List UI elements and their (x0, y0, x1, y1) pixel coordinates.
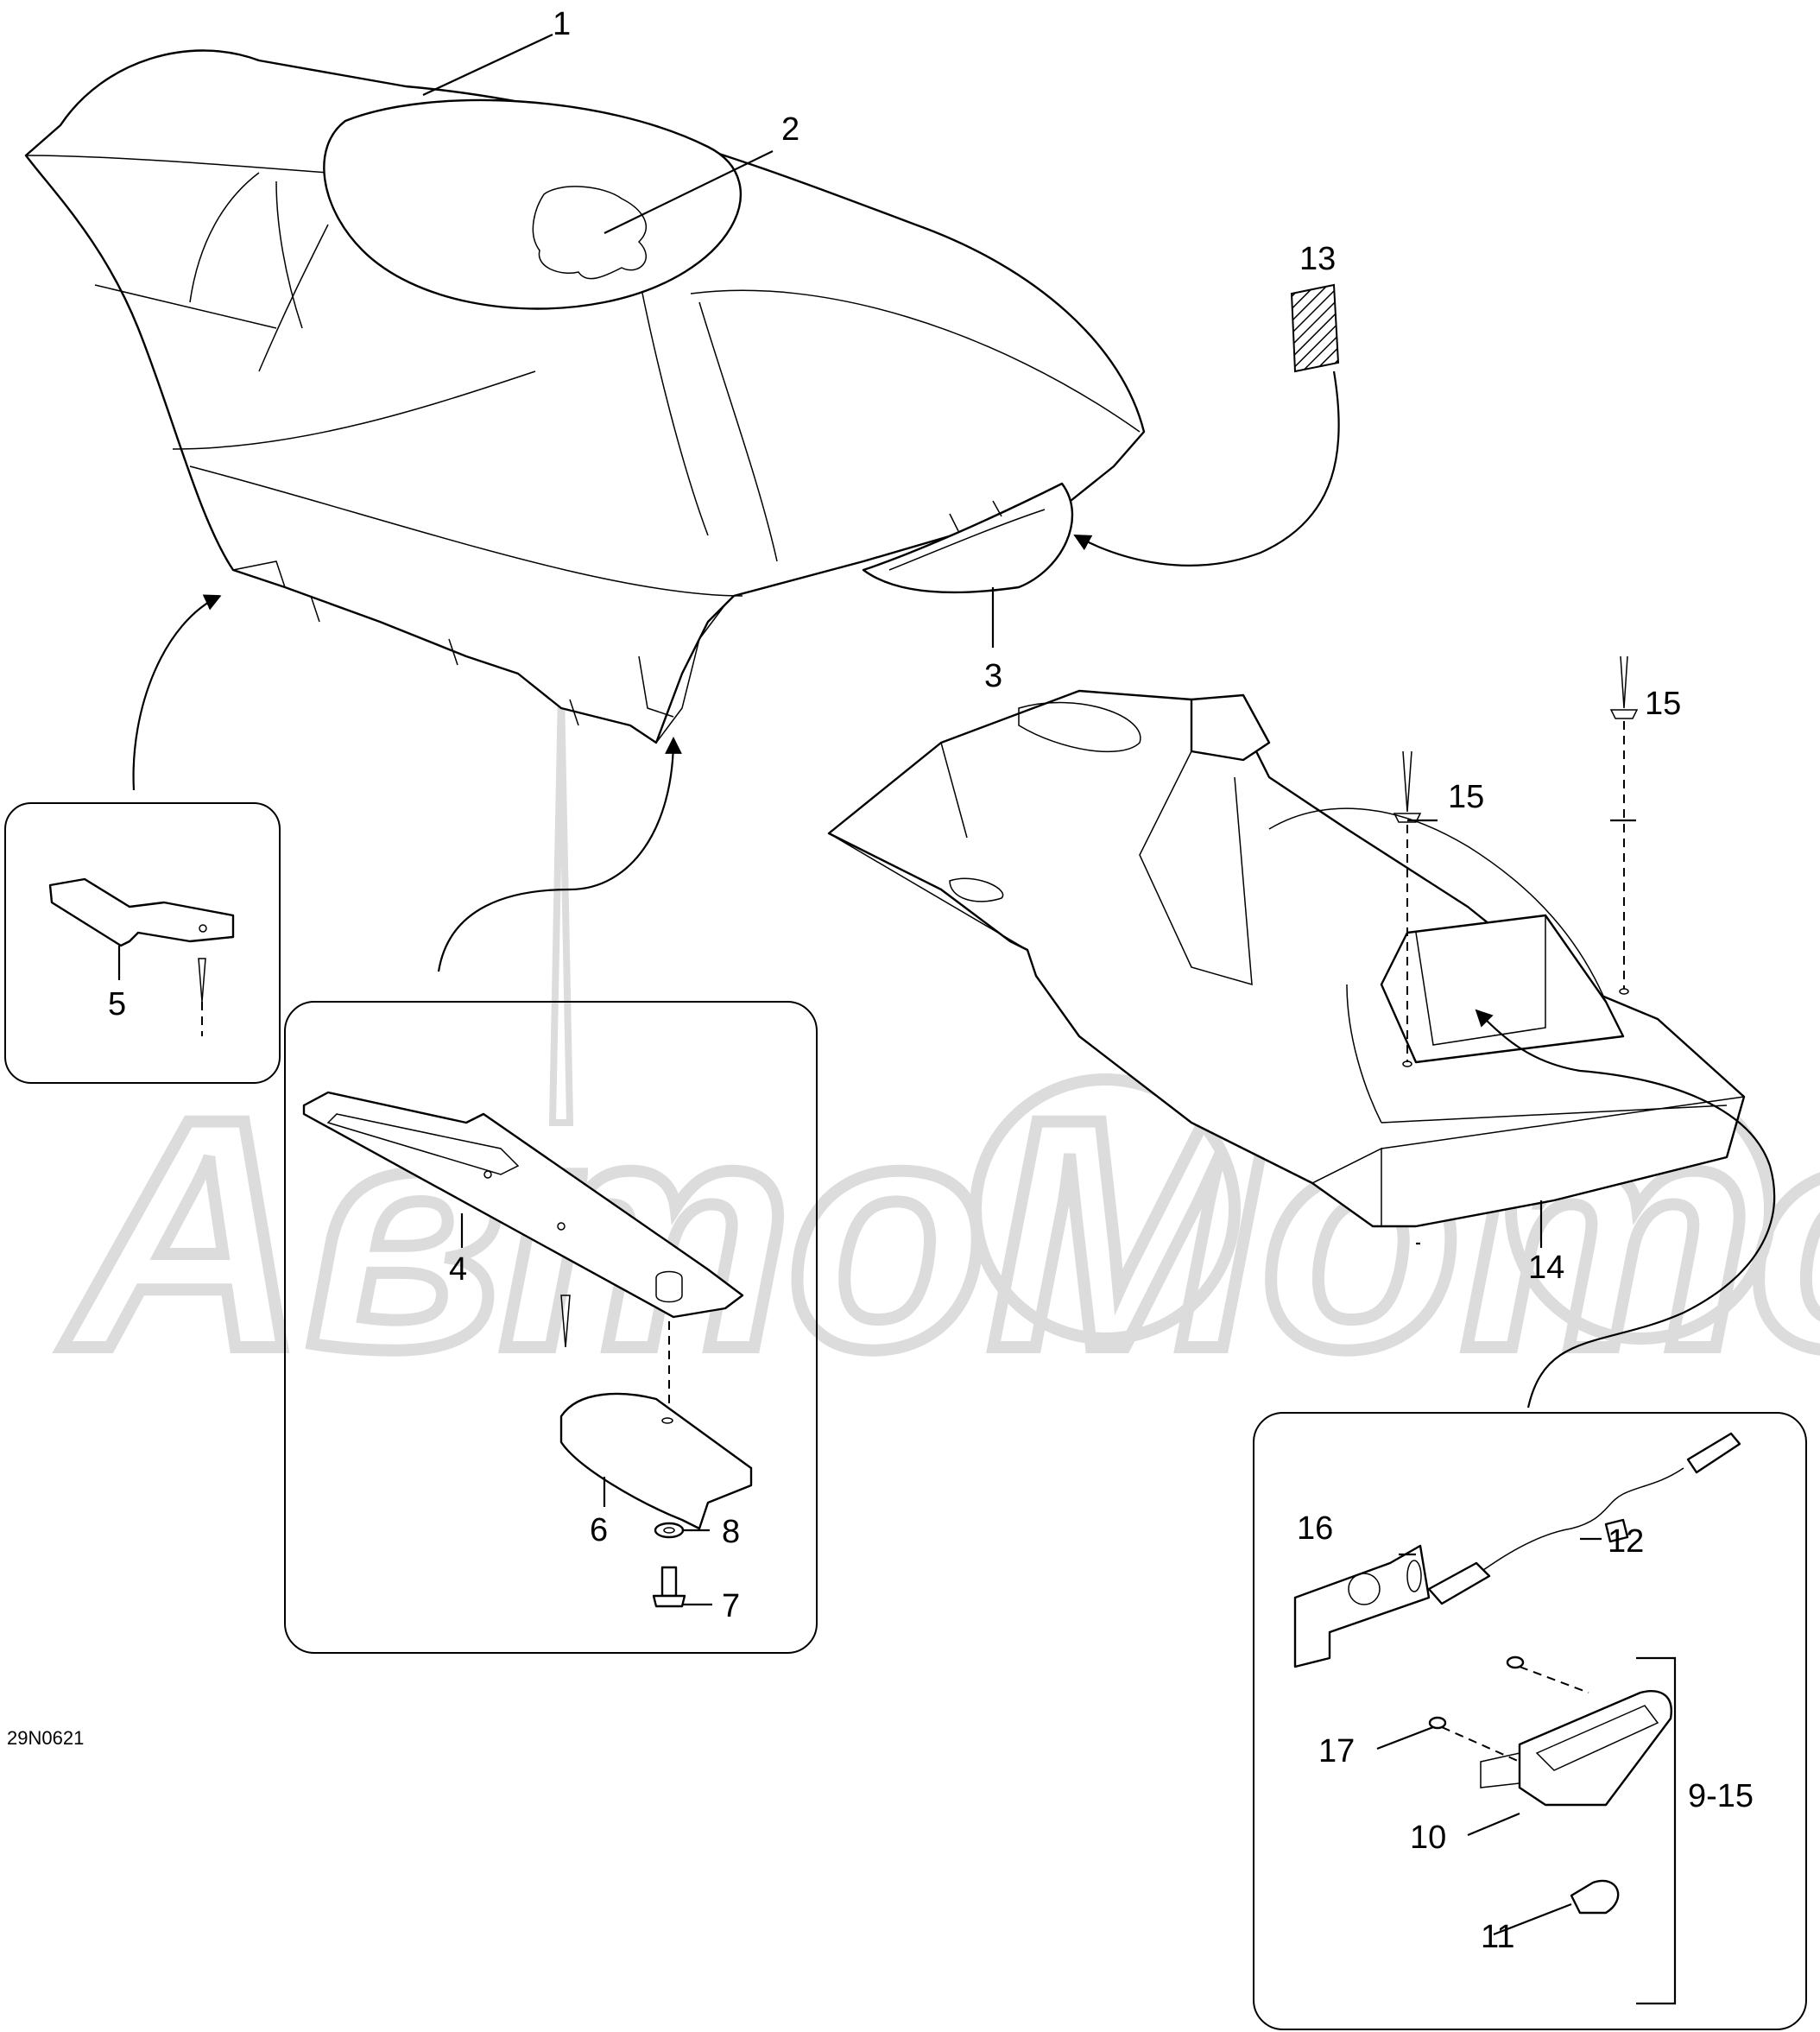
callout-17: 17 (1318, 1733, 1355, 1769)
callout-12: 12 (1608, 1523, 1644, 1560)
callout-8: 8 (722, 1514, 740, 1550)
seat-base-part (827, 689, 1746, 1228)
callout-6: 6 (590, 1512, 608, 1548)
callout-15a: 15 (1448, 779, 1484, 815)
decal-part (1290, 283, 1340, 373)
callout-11: 11 (1481, 1919, 1514, 1955)
callout-14: 14 (1528, 1250, 1564, 1286)
callout-3: 3 (984, 658, 1002, 694)
fastener-part (1393, 655, 1639, 1067)
callout-10: 10 (1410, 1820, 1446, 1856)
callout-4: 4 (449, 1251, 467, 1288)
callout-9-15: 9-15 (1688, 1778, 1754, 1814)
watermark-wheel-icon (970, 1073, 1241, 1345)
leader-lines (117, 34, 1776, 2005)
callout-5: 5 (108, 986, 126, 1022)
callout-13: 13 (1299, 241, 1336, 277)
detail-box-4 (284, 1001, 818, 1654)
diagram-code: 29N0621 (7, 1727, 84, 1749)
detail-box-9-17 (1253, 1412, 1807, 2030)
callout-2: 2 (781, 111, 799, 148)
callout-16: 16 (1297, 1510, 1333, 1547)
seat-part (24, 49, 1146, 744)
detail-box-5 (4, 802, 281, 1084)
callout-7: 7 (722, 1588, 740, 1624)
callout-labels: 1 2 3 4 5 6 7 8 9-15 10 11 12 13 14 15 1… (7, 6, 1754, 1955)
callout-1: 1 (553, 6, 571, 42)
callout-15b: 15 (1645, 686, 1681, 722)
